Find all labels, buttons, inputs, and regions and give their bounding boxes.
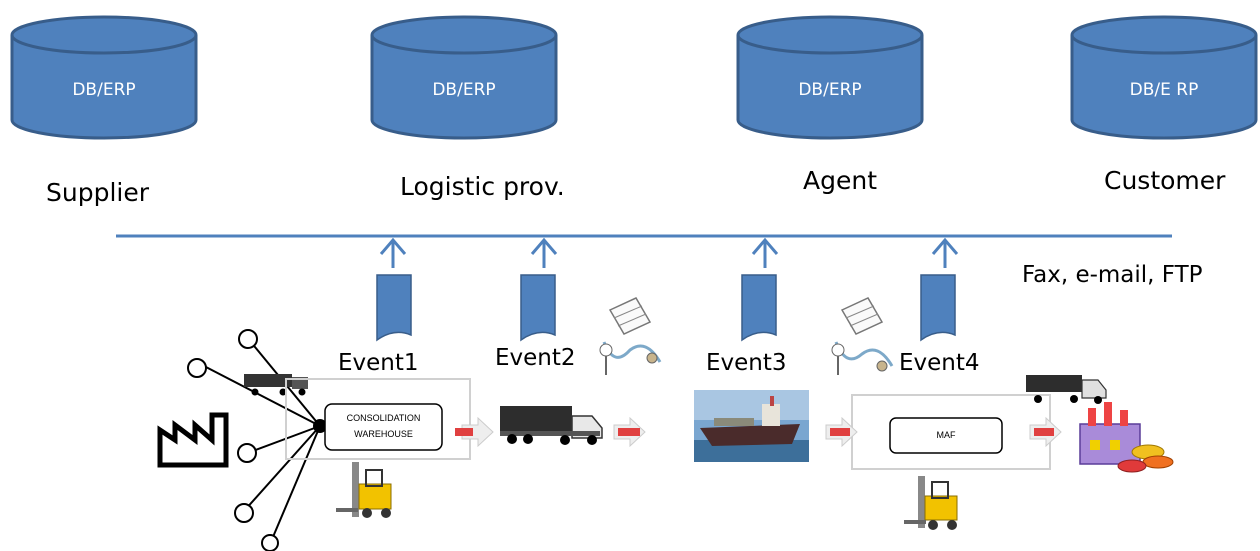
event1-uplink [376,237,412,342]
party-label-agent: Agent [803,166,877,195]
truck-icon-customer [1026,375,1107,404]
event-label-2: Event2 [495,345,576,371]
database-icon-supplier [10,15,198,140]
event4-uplink [920,237,959,342]
database-label-logistic: DB/ERP [432,80,496,100]
consolidation-label-line1: CONSOLIDATION [346,413,421,423]
flow-arrow-icon [455,416,494,448]
flow-arrow-icon [1029,416,1062,448]
consolidation-warehouse-box [324,403,443,451]
database-label-supplier: DB/ERP [72,80,136,100]
customs-agent-icon [831,297,894,375]
factory-icon [157,412,229,468]
event-label-1: Event1 [338,350,419,376]
database-icon-customer [1070,15,1258,140]
document-icon [741,274,777,342]
truck-icon-small [244,374,308,396]
document-icon [520,274,556,342]
event-label-3: Event3 [706,350,787,376]
forklift-icon [336,462,392,518]
database-icon-logistic [370,15,558,140]
consolidation-label-line2: WAREHOUSE [354,429,413,439]
ship-image [694,390,809,462]
maf-box [889,417,1003,454]
customs-agent-icon [599,297,662,375]
database-icon-agent [736,15,924,140]
database-label-agent: DB/ERP [798,80,862,100]
maf-label: MAF [936,430,956,440]
document-icon [920,274,956,342]
flow-arrow-icon [613,416,646,448]
event2-uplink [520,237,558,342]
party-label-supplier: Supplier [46,178,150,207]
flow-arrow-icon [825,416,858,448]
party-label-logistic: Logistic prov. [400,172,565,201]
forklift-icon [904,476,958,530]
database-label-customer: DB/E RP [1129,80,1199,100]
supplier-network-icon [187,329,327,551]
channel-label: Fax, e-mail, FTP [1022,262,1203,288]
document-icon [376,274,412,342]
customer-factory-icon [1079,402,1174,473]
event-label-4: Event4 [899,350,980,376]
process-flow-frame-1 [285,378,471,460]
event3-uplink [741,237,779,342]
party-label-customer: Customer [1104,166,1226,195]
truck-icon [500,406,603,445]
